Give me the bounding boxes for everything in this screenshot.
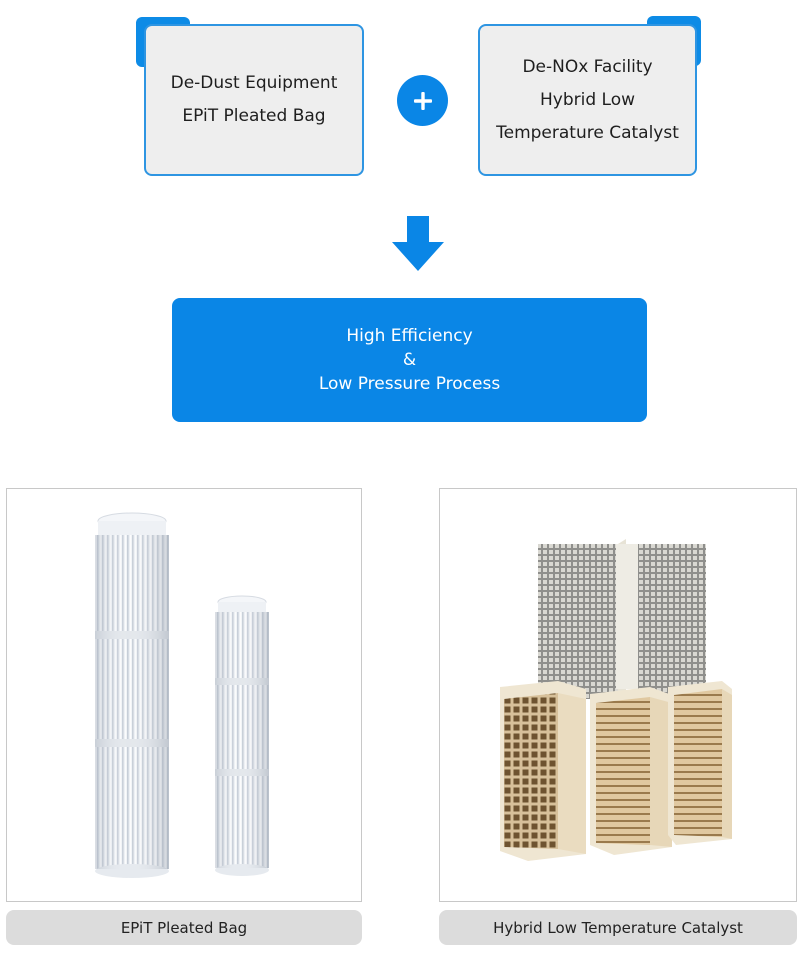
result-line-2: &	[402, 350, 417, 370]
pleated-bag-photo	[6, 488, 362, 902]
short-filter	[215, 595, 269, 876]
right-card-line-2: Hybrid Low	[539, 89, 636, 110]
tan-catalyst-block-right	[668, 681, 732, 845]
catalyst-photo	[439, 488, 797, 902]
denox-facility-card: De-NOx Facility Hybrid Low Temperature C…	[478, 24, 697, 176]
right-card-line-3: Temperature Catalyst	[496, 122, 679, 143]
result-line-1: High Efficiency	[346, 326, 473, 346]
catalyst-caption: Hybrid Low Temperature Catalyst	[439, 910, 797, 945]
left-card-line-1: De-Dust Equipment	[170, 73, 338, 93]
plus-icon	[397, 75, 448, 126]
down-arrow-icon	[392, 216, 444, 276]
grey-catalyst-block-right	[616, 544, 706, 699]
right-card-line-1: De-NOx Facility	[522, 56, 653, 77]
pleated-bag-caption: EPiT Pleated Bag	[6, 910, 362, 945]
left-card-line-2: EPiT Pleated Bag	[182, 106, 326, 126]
tan-catalyst-block-left	[500, 681, 586, 861]
grey-catalyst-block-left	[538, 539, 626, 699]
catalyst-caption-text: Hybrid Low Temperature Catalyst	[493, 918, 743, 937]
result-line-3: Low Pressure Process	[318, 374, 501, 394]
tall-filter	[95, 512, 169, 878]
tan-catalyst-block-middle	[590, 687, 672, 855]
result-banner: High Efficiency & Low Pressure Process	[172, 298, 647, 422]
dedust-equipment-card: De-Dust Equipment EPiT Pleated Bag	[144, 24, 364, 176]
pleated-bag-caption-text: EPiT Pleated Bag	[120, 918, 248, 937]
